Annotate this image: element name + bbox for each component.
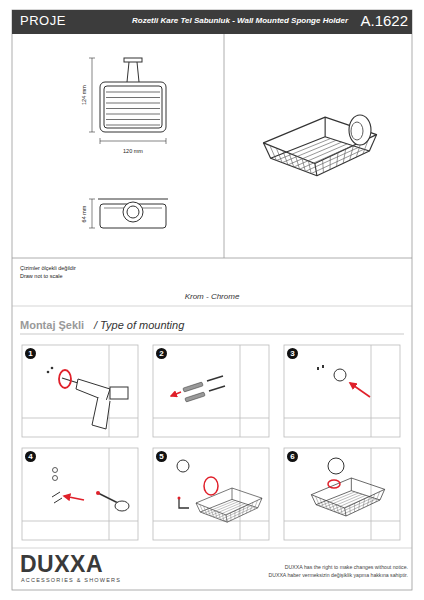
- wire: [106, 114, 160, 115]
- dimension: 124 mm: [81, 85, 88, 105]
- wire: [106, 108, 160, 109]
- note: Draw not to scale: [20, 273, 63, 280]
- top-view: [89, 199, 168, 228]
- callout-number: 1: [25, 348, 36, 359]
- wire: [106, 119, 160, 120]
- header-bar: [12, 10, 412, 34]
- callout-number: 3: [287, 348, 298, 359]
- step-panels: [22, 345, 400, 540]
- disclaimer: DUXXA haber vermeksizin değişiklik yapma…: [268, 572, 408, 579]
- header-title: Rozetli Kare Tel Sabunluk - Wall Mounted…: [132, 16, 348, 26]
- dimension: 64 mm: [81, 206, 88, 223]
- note: Çizimler ölçekli değildir: [20, 265, 76, 272]
- step-number: 6: [287, 451, 298, 462]
- dimension: 120 mm: [123, 148, 143, 155]
- front-view: [89, 58, 166, 144]
- wire: [106, 103, 160, 104]
- step-number: 3: [287, 348, 298, 359]
- step-mount: [177, 460, 262, 522]
- callout-number: 4: [25, 451, 36, 462]
- logo-tagline: ACCESSORIES & SHOWERS: [21, 577, 121, 584]
- iso-view: [263, 115, 376, 176]
- step-number: 2: [156, 348, 167, 359]
- wire: [106, 125, 160, 126]
- step-number: 1: [25, 348, 36, 359]
- wire: [106, 92, 160, 93]
- finish: Krom - Chrome: [185, 292, 240, 302]
- callout-number: 6: [287, 451, 298, 462]
- step-done: [311, 458, 384, 516]
- page-frame: [12, 10, 412, 590]
- wire: [106, 97, 160, 98]
- disclaimer: DUXXA has the right to make changes with…: [285, 564, 408, 571]
- step-drill: [47, 367, 128, 429]
- section-heading: Montaj Şekli: [20, 318, 84, 332]
- step-screw: [52, 468, 129, 512]
- section-heading: / Type of mounting: [94, 318, 184, 332]
- product-code: A.1622: [360, 12, 408, 30]
- callout-number: 2: [156, 348, 167, 359]
- step-dowels: [171, 376, 225, 402]
- callout-number: 5: [156, 451, 167, 462]
- step-number: 4: [25, 451, 36, 462]
- step-plate: [317, 365, 370, 397]
- brand-series: PROJE: [20, 13, 66, 29]
- logo: DUXXA: [20, 552, 103, 576]
- step-number: 5: [156, 451, 167, 462]
